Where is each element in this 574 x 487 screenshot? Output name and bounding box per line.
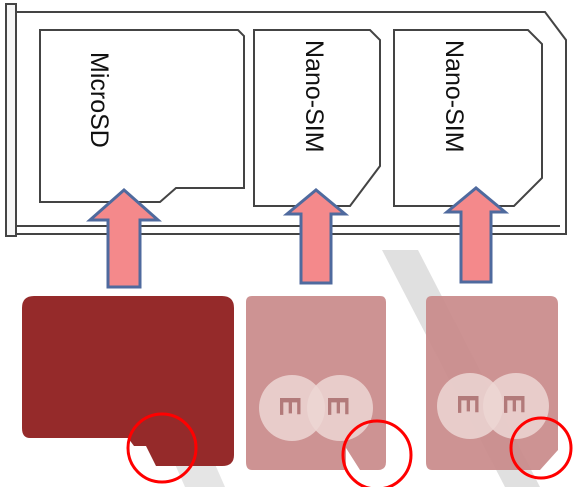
slot-outline-nano-sim-1 <box>253 29 381 207</box>
sim-logo-right <box>483 373 549 439</box>
up-arrow-icon <box>442 186 510 284</box>
insert-arrow-nano-sim-2 <box>442 186 510 284</box>
slot-label-nano-sim-2: Nano-SIM <box>440 40 468 153</box>
slot-label-microsd: MicroSD <box>85 52 113 148</box>
microsd-card <box>22 296 234 466</box>
nano-sim-card-2: E E <box>426 296 558 470</box>
sim-mark-right: E <box>497 394 530 414</box>
sim-mark-left: E <box>273 396 306 416</box>
notch-highlight-nano-sim-2 <box>509 416 573 480</box>
up-arrow-icon <box>282 188 350 285</box>
sim-logo-left <box>437 373 503 439</box>
notch-highlight-nano-sim-1 <box>341 419 413 487</box>
sim-mark-right: E <box>321 396 354 416</box>
nano-sim-card-body <box>246 296 386 470</box>
sim-logo-right <box>307 375 373 441</box>
insert-arrow-microsd <box>86 187 162 289</box>
tray-left-rail <box>5 3 17 237</box>
slot-label-nano-sim-1: Nano-SIM <box>300 40 328 153</box>
slot-outline-nano-sim-2 <box>393 29 543 207</box>
up-arrow-icon <box>86 187 162 289</box>
sim-logo-left <box>259 375 325 441</box>
notch-highlight-microsd <box>126 412 198 484</box>
insert-arrow-nano-sim-1 <box>282 188 350 285</box>
slot-outline-microsd <box>39 29 245 203</box>
sim-mark-left: E <box>451 394 484 414</box>
nano-sim-card-1: E E <box>246 296 386 470</box>
